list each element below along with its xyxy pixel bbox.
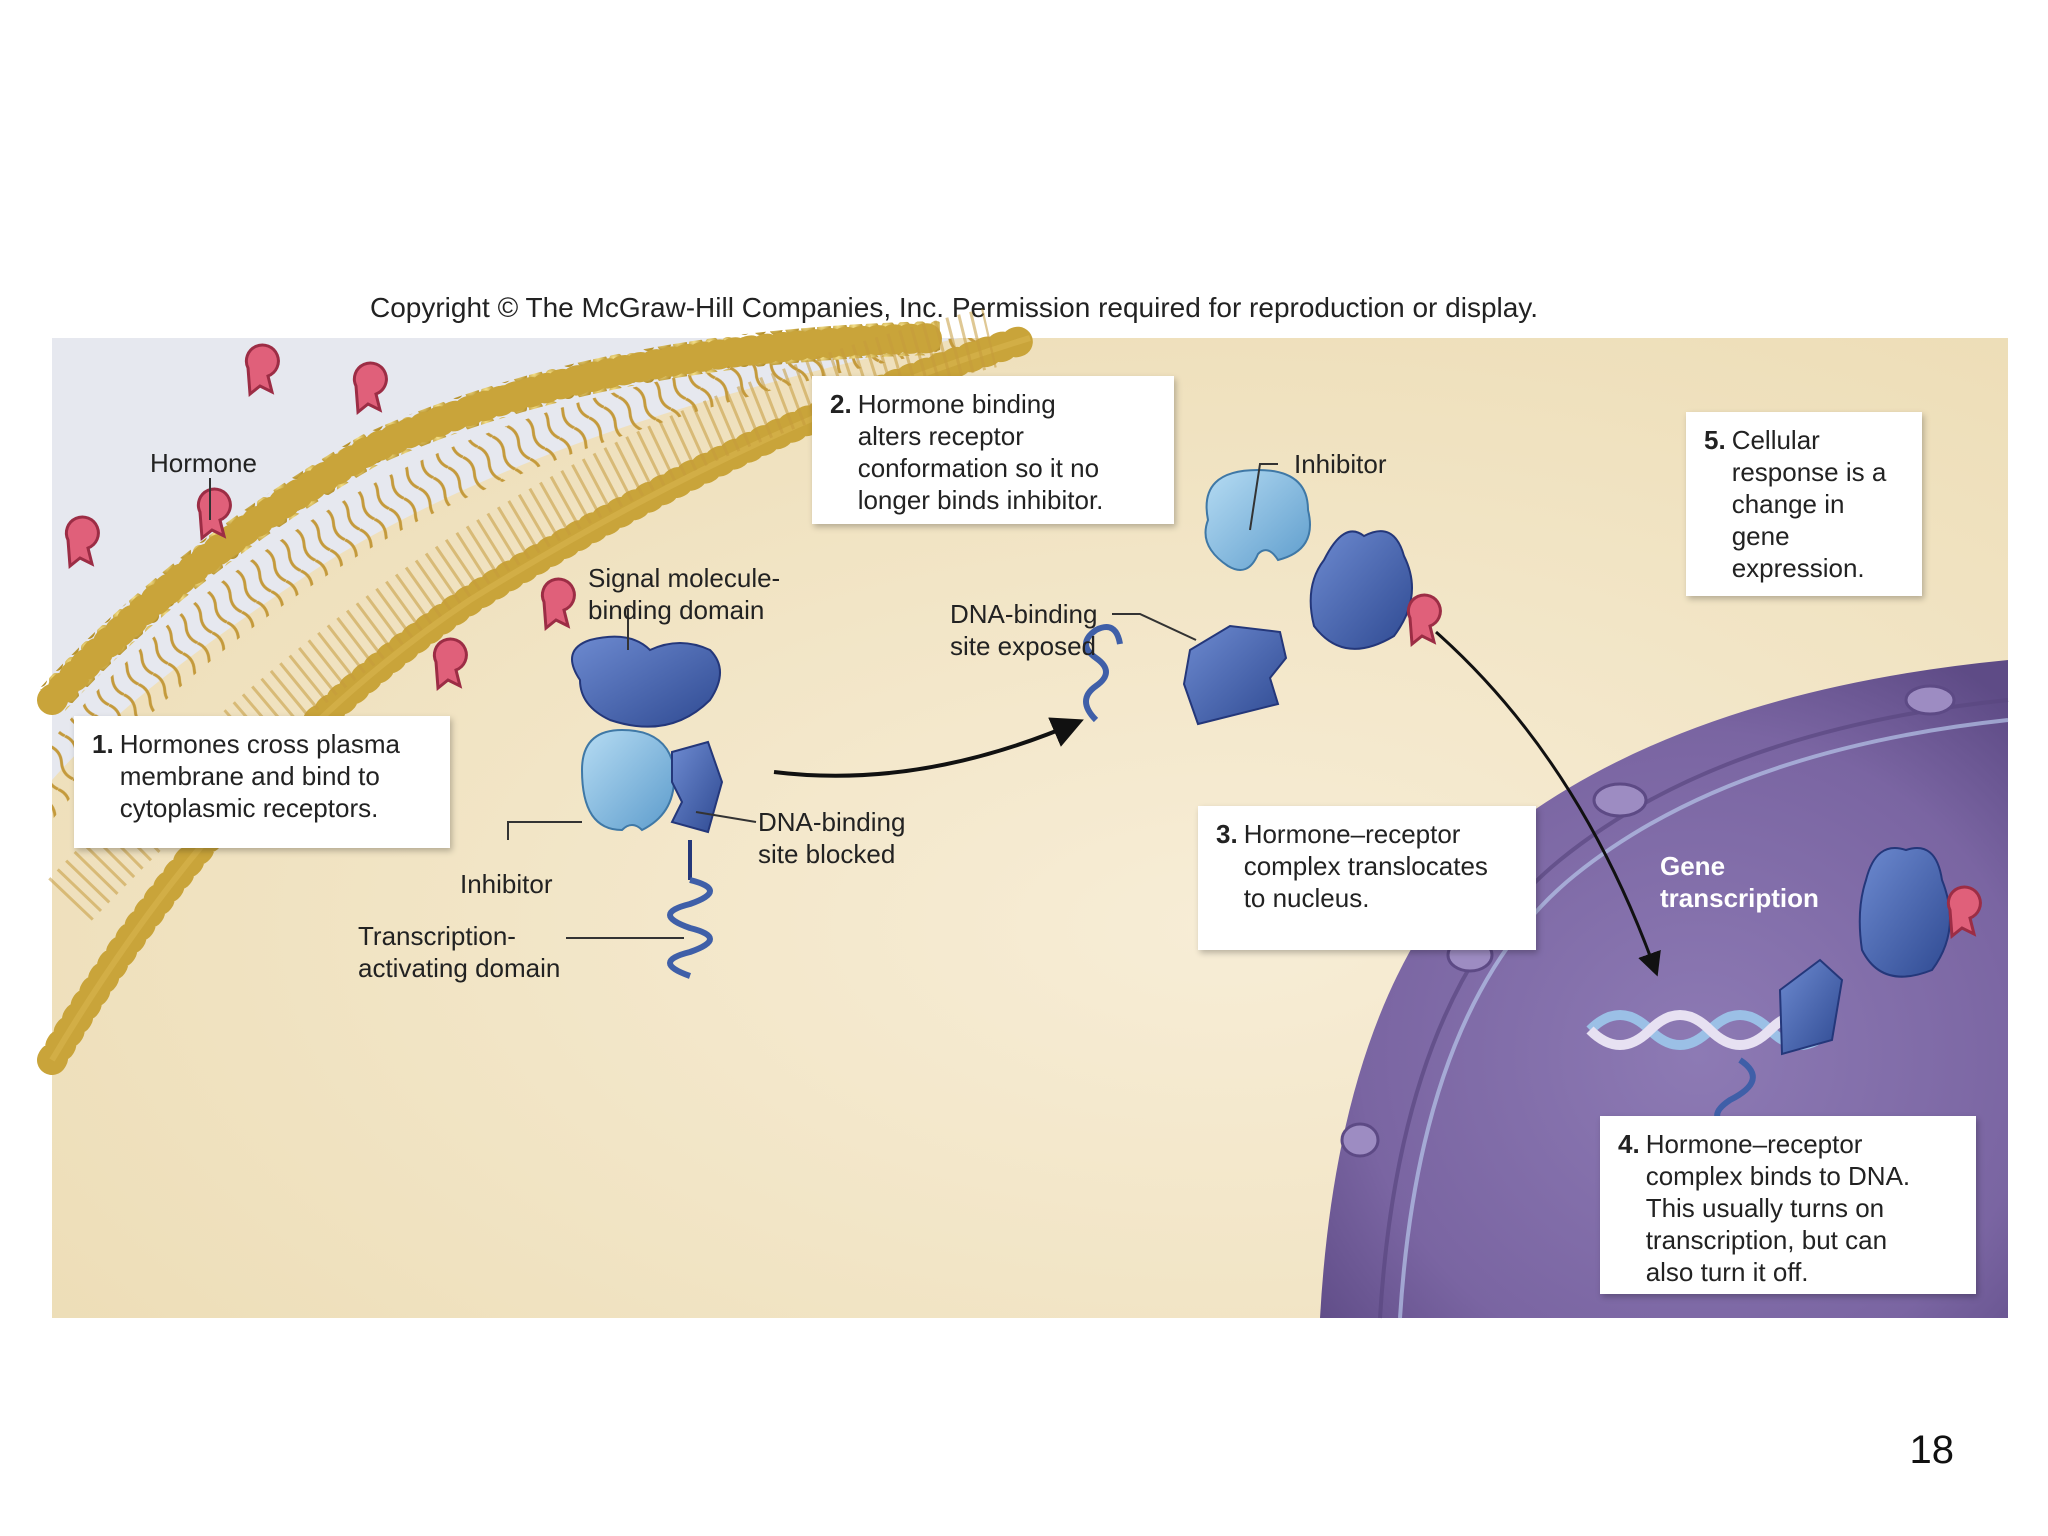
label-transcription-activating-domain: Transcription- activating domain — [358, 921, 561, 983]
step-5-callout: 5.Cellular response is a change in gene … — [1686, 412, 1922, 596]
slide-number: 18 — [1909, 1428, 1955, 1472]
copyright-notice: Copyright © The McGraw-Hill Companies, I… — [0, 292, 2048, 324]
step-text: Hormone–receptor complex binds to DNA. T… — [1645, 1129, 1911, 1287]
active-hormone-receptor — [1083, 530, 1442, 726]
released-inhibitor — [1204, 468, 1311, 571]
step-text: Hormones cross plasma membrane and bind … — [119, 729, 400, 823]
leader-lines — [209, 463, 1278, 939]
arrow-translocation — [1435, 630, 1661, 977]
arrow-activation — [773, 717, 1084, 778]
step-number: 1. — [92, 729, 114, 759]
step-number: 3. — [1216, 819, 1238, 849]
step-number: 4. — [1618, 1129, 1640, 1159]
inhibitor-protein — [580, 728, 675, 832]
receptor-inhibitor-complex — [571, 635, 724, 979]
dna-binding-domain — [670, 740, 724, 834]
extracellular-space — [52, 338, 960, 780]
step-text: Hormone binding alters receptor conforma… — [857, 389, 1104, 515]
nuclear-pore — [1904, 684, 1956, 716]
step-4-callout: 4.Hormone–receptor complex binds to DNA.… — [1600, 1116, 1976, 1294]
nuclear-pore — [1340, 1122, 1380, 1158]
step-3-callout: 3.Hormone–receptor complex translocates … — [1198, 806, 1536, 950]
label-signal-molecule-binding-domain: Signal molecule- binding domain — [588, 563, 781, 625]
label-inhibitor-top: Inhibitor — [1294, 449, 1387, 479]
label-dna-binding-site-exposed: DNA-binding site exposed — [950, 599, 1098, 661]
label-dna-binding-site-blocked: DNA-binding site blocked — [758, 807, 906, 869]
step-1-callout: 1.Hormones cross plasma membrane and bin… — [74, 716, 450, 848]
step-number: 5. — [1704, 425, 1726, 455]
copyright-text: Copyright © The McGraw-Hill Companies, I… — [369, 292, 1539, 323]
step-text: Cellular response is a change in gene ex… — [1731, 425, 1887, 583]
step-number: 2. — [830, 389, 852, 419]
label-gene-transcription: Gene transcription — [1660, 851, 1819, 913]
label-hormone: Hormone — [150, 448, 257, 478]
step-2-callout: 2.Hormone binding alters receptor confor… — [812, 376, 1174, 524]
nuclear-pore — [1592, 782, 1648, 818]
transcription-activating-domain — [667, 877, 713, 979]
label-inhibitor-left: Inhibitor — [460, 869, 553, 899]
dna-bound-receptor — [1714, 847, 1982, 1133]
step-text: Hormone–receptor complex translocates to… — [1243, 819, 1488, 913]
hormone-molecules — [64, 343, 576, 691]
